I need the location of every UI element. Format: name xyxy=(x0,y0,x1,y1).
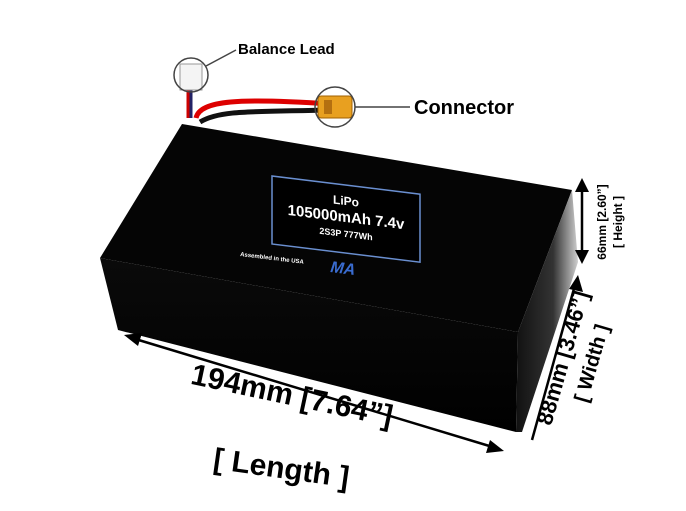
length-label: [ Length ] xyxy=(211,443,351,495)
brand-logo: MA xyxy=(330,259,357,279)
red-power-wire xyxy=(193,98,331,119)
battery-pack xyxy=(100,124,578,432)
balance-lead-wires xyxy=(179,63,203,118)
battery-label: LiPo 105000mAh 7.4v 2S3P 777Wh xyxy=(271,175,421,264)
xt-connector xyxy=(317,95,353,119)
balance-lead-label: Balance Lead xyxy=(238,41,335,58)
length-arrow xyxy=(124,333,504,453)
connector-label: Connector xyxy=(414,97,514,119)
label-chemistry: LiPo xyxy=(333,193,359,210)
height-value: 66mm [2.60”] xyxy=(595,184,609,259)
height-label: [ Height ] xyxy=(611,196,625,248)
height-arrow xyxy=(575,178,589,264)
black-power-wire xyxy=(198,107,331,125)
balance-lead-callout-circle xyxy=(173,57,209,93)
width-arrow xyxy=(530,275,583,441)
